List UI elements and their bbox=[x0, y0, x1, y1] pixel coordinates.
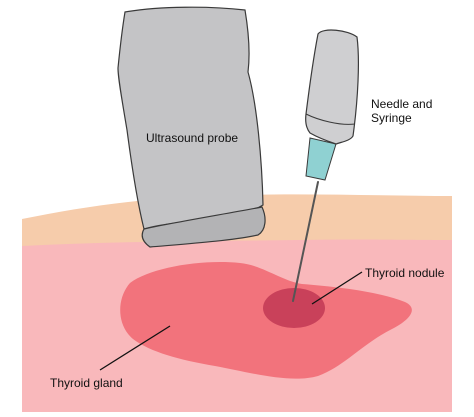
needle-syringe-label: Needle and Syringe bbox=[371, 97, 433, 125]
syringe-icon bbox=[305, 29, 360, 145]
thyroid-nodule bbox=[263, 288, 325, 328]
ultrasound-probe-icon bbox=[117, 6, 266, 248]
nodule-leader-line bbox=[311, 271, 363, 305]
probe-label: Ultrasound probe bbox=[146, 131, 239, 145]
gland-leader-line bbox=[99, 325, 171, 371]
thyroid-gland bbox=[120, 262, 412, 379]
thyroid-gland-label: Thyroid gland bbox=[50, 376, 123, 390]
syringe-hub bbox=[305, 137, 337, 181]
needle bbox=[292, 181, 319, 302]
thyroid-nodule-label: Thyroid nodule bbox=[365, 266, 445, 280]
